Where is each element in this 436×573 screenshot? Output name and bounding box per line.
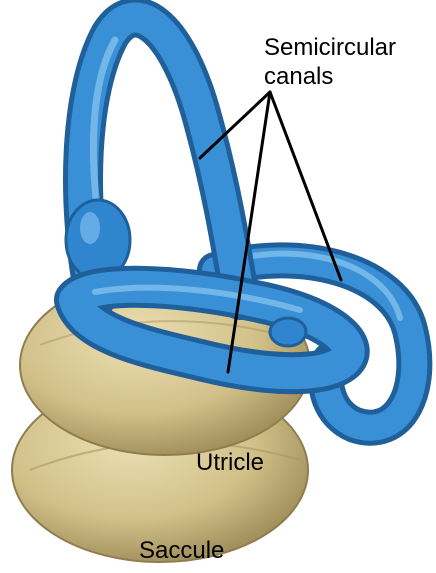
semicircular-canals-label-line2: canals bbox=[264, 63, 333, 90]
superior-semicircular-canal bbox=[66, 17, 240, 300]
semicircular-canals-label-line1: Semicircular bbox=[264, 34, 396, 61]
utricle-label: Utricle bbox=[196, 449, 264, 476]
saccule-label: Saccule bbox=[139, 537, 224, 564]
